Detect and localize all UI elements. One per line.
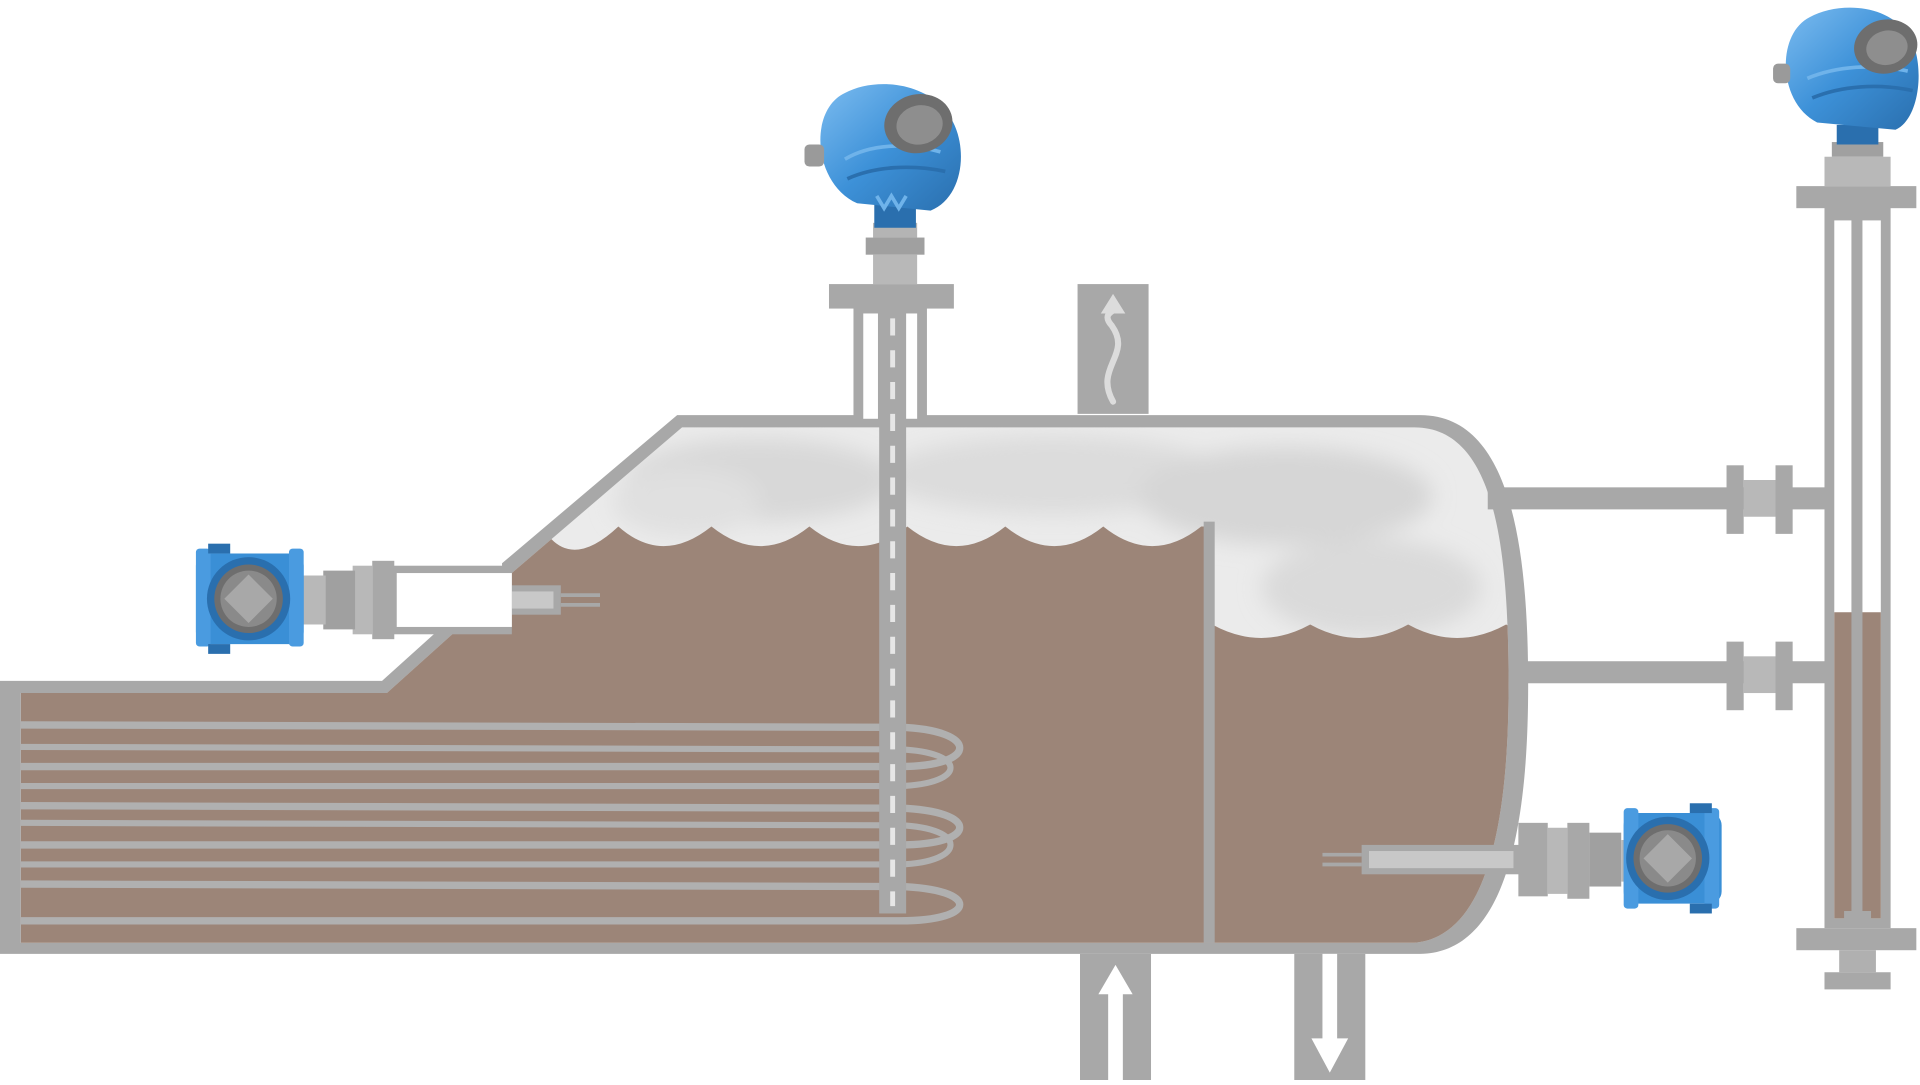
upper-chamber-connection xyxy=(1487,465,1831,534)
temperature-transmitter-right xyxy=(1322,803,1722,914)
temperature-transmitter-left xyxy=(195,543,600,654)
feed-arrow-icon xyxy=(1098,964,1133,1080)
u-tube xyxy=(20,721,964,771)
boiling-liquid-right xyxy=(1212,624,1509,943)
vessel-contents xyxy=(20,435,1509,943)
vapor-outlet-up xyxy=(1077,284,1149,414)
guided-wave-radar-top xyxy=(804,84,961,228)
chamber-probe-rod xyxy=(1851,215,1863,919)
lower-chamber-connection xyxy=(1518,641,1831,711)
u-tube-bundle xyxy=(20,721,964,925)
overflow-weir xyxy=(1203,521,1215,943)
transmitter-housing xyxy=(1623,803,1722,914)
display-window-icon xyxy=(1643,834,1692,883)
external-cage xyxy=(1796,142,1917,990)
feed-inlet-up xyxy=(1080,953,1152,1080)
guided-wave-radar-on-chamber xyxy=(1773,7,1919,145)
transmitter-housing xyxy=(195,543,304,654)
u-tube xyxy=(20,819,954,868)
u-tube xyxy=(20,743,954,790)
u-tube xyxy=(20,802,964,849)
product-arrow-icon xyxy=(1311,953,1349,1073)
boiling-liquid-left xyxy=(20,526,1213,943)
radar-probe-rod xyxy=(879,306,907,914)
vapor-space xyxy=(612,435,1482,637)
product-outlet-down xyxy=(1294,953,1366,1080)
u-tube xyxy=(20,880,964,925)
